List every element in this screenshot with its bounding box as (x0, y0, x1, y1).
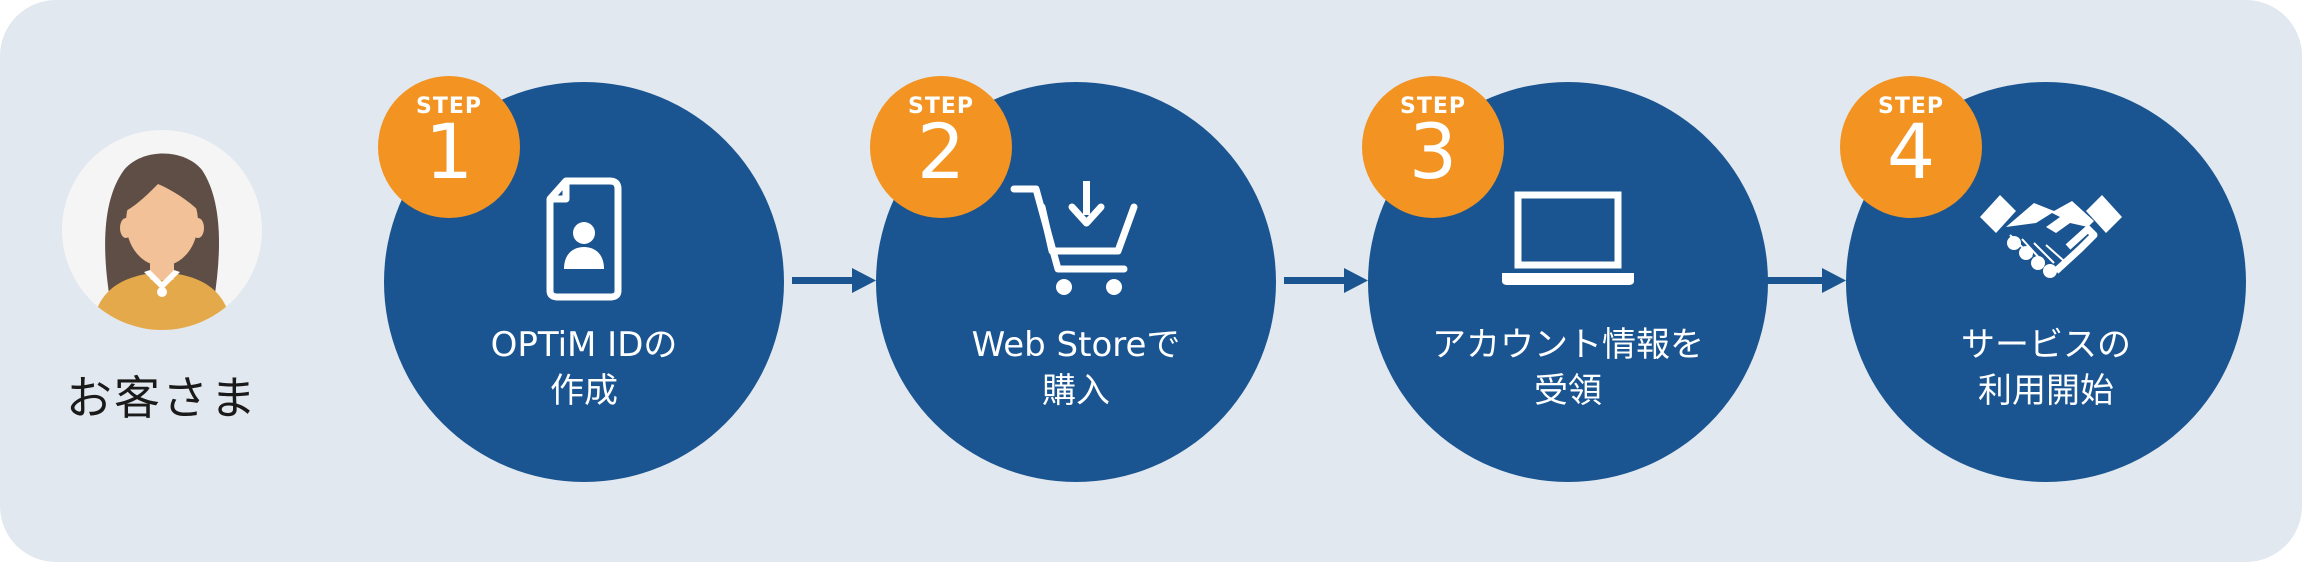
step-badge: STEP 1 (378, 76, 520, 218)
step-badge: STEP 4 (1840, 76, 1982, 218)
customer-avatar-icon (62, 130, 262, 330)
arrow-right-icon (1284, 268, 1368, 293)
step-number: 4 (1886, 107, 1936, 196)
step-badge-word: STEP (907, 94, 974, 119)
arrow-right-icon (1762, 268, 1846, 293)
step-number: 1 (424, 107, 474, 196)
customer-label: お客さま (66, 371, 258, 425)
shopping-cart-icon (1006, 177, 1146, 311)
laptop-icon (1498, 177, 1638, 311)
step-number: 3 (1408, 107, 1458, 196)
step-label: サービスの 利用開始 (1961, 325, 2131, 411)
step-badge: STEP 3 (1362, 76, 1504, 218)
step-number: 2 (916, 107, 966, 196)
step-1: STEP 1 OPTiM IDの 作成 (378, 76, 784, 482)
arrow-right-icon (792, 268, 876, 293)
step-label: アカウント情報を 受領 (1432, 325, 1704, 411)
step-badge-word: STEP (415, 94, 482, 119)
customer: お客さま (62, 130, 262, 425)
step-badge-word: STEP (1877, 94, 1944, 119)
step-badge: STEP 2 (870, 76, 1012, 218)
step-label: Web Storeで 購入 (971, 325, 1181, 411)
handshake-icon (1976, 177, 2126, 311)
step-badge-word: STEP (1399, 94, 1466, 119)
step-2: STEP 2 Web Storeで 購入 (870, 76, 1276, 482)
step-4: STEP 4 サービスの 利用開始 (1840, 76, 2246, 482)
document-user-icon (514, 177, 654, 311)
step-label: OPTiM IDの 作成 (490, 325, 678, 411)
step-3: STEP 3 アカウント情報を 受領 (1362, 76, 1768, 482)
